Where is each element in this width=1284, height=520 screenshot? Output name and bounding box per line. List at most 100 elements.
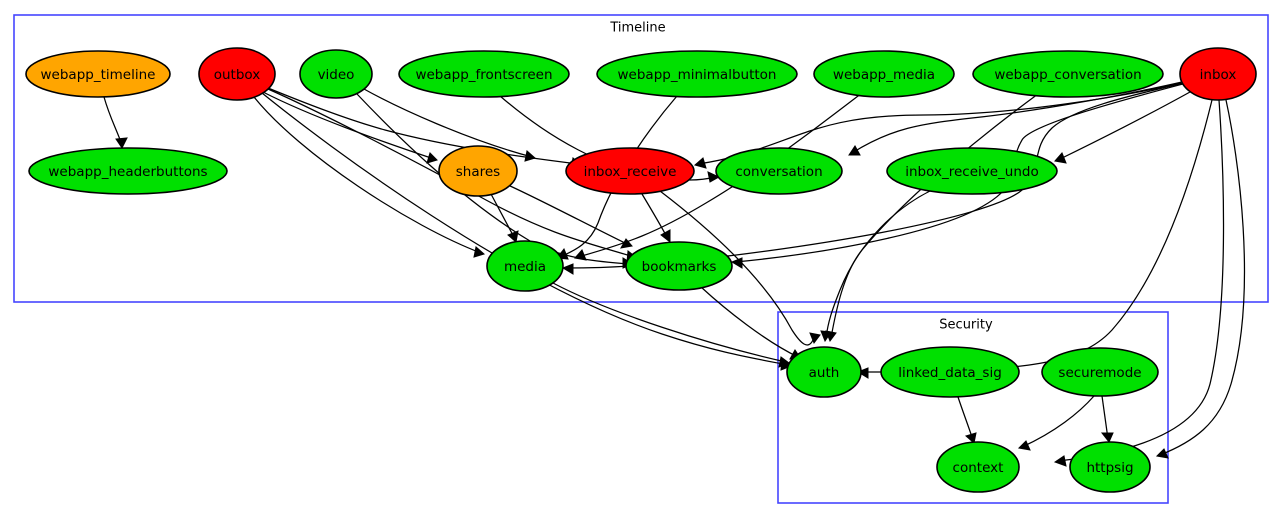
arrowhead-icon <box>660 229 671 244</box>
arrowhead-icon <box>473 246 486 258</box>
edge-line <box>577 92 863 258</box>
node-shape-context[interactable] <box>936 441 1020 493</box>
node-context[interactable]: context <box>936 441 1020 493</box>
node-httpsig[interactable]: httpsig <box>1069 441 1151 493</box>
arrowhead-icon <box>507 230 519 243</box>
arrowhead-icon <box>1100 432 1114 443</box>
node-shape-inbox_receive_undo[interactable] <box>886 147 1058 195</box>
edge-inbox-to-context <box>1053 99 1225 467</box>
arrowhead-icon <box>856 367 869 379</box>
node-shape-webapp_conversation[interactable] <box>972 50 1164 98</box>
edge-line <box>363 88 533 158</box>
edge-line <box>851 81 1183 154</box>
edge-inbox-to-auth <box>856 99 1213 379</box>
arrowhead-icon <box>848 145 861 156</box>
edge-line <box>825 190 931 339</box>
node-securemode[interactable]: securemode <box>1041 347 1159 397</box>
arrowhead-icon <box>707 171 721 183</box>
node-shape-webapp_minimalbutton[interactable] <box>596 50 798 98</box>
edge-inbox-to-conversation <box>848 81 1183 156</box>
node-shape-conversation[interactable] <box>715 147 843 195</box>
node-shape-inbox[interactable] <box>1179 47 1257 101</box>
node-outbox[interactable]: outbox <box>198 47 276 101</box>
node-inbox[interactable]: inbox <box>1179 47 1257 101</box>
node-video[interactable]: video <box>299 49 373 99</box>
arrowhead-icon <box>115 137 128 149</box>
edge-line <box>700 286 799 358</box>
node-media[interactable]: media <box>486 240 564 292</box>
edge-webapp_media-to-media <box>574 92 863 261</box>
edge-shares-to-bookmarks <box>507 184 633 249</box>
cluster-border-security <box>777 311 1169 504</box>
node-shape-httpsig[interactable] <box>1069 441 1151 493</box>
node-shape-outbox[interactable] <box>198 47 276 101</box>
node-conversation[interactable]: conversation <box>715 147 843 195</box>
node-shape-media[interactable] <box>486 240 564 292</box>
arrowhead-icon <box>524 150 537 162</box>
cluster-label-security: Security <box>939 318 993 333</box>
arrowhead-icon <box>1053 455 1067 467</box>
edge-line <box>262 91 435 160</box>
cluster-label-timeline: Timeline <box>609 21 665 36</box>
edge-line <box>1159 99 1246 456</box>
nodes-layer: webapp_timeline outbox video webapp_frontsc… <box>25 47 1257 493</box>
edge-media-to-auth <box>552 282 791 368</box>
arrowhead-icon <box>620 238 633 249</box>
edge-line <box>1021 395 1095 448</box>
node-shape-auth[interactable] <box>786 346 862 398</box>
node-shape-video[interactable] <box>299 49 373 99</box>
arrowhead-icon <box>964 432 977 444</box>
edge-line <box>507 184 630 246</box>
node-shape-securemode[interactable] <box>1041 347 1159 397</box>
node-shape-inbox_receive[interactable] <box>565 147 695 195</box>
edge-webapp_timeline-to-webapp_headerbuttons <box>103 96 128 149</box>
edge-webapp_conversation-to-auth <box>825 93 1039 343</box>
node-bookmarks[interactable]: bookmarks <box>625 241 733 291</box>
node-inbox_receive_undo[interactable]: inbox_receive_undo <box>886 147 1058 195</box>
edge-inbox-to-httpsig <box>1155 99 1246 459</box>
edge-inbox_receive_undo-to-auth <box>820 190 931 343</box>
arrowhead-icon <box>693 157 707 169</box>
node-shape-webapp_timeline[interactable] <box>25 50 171 98</box>
arrowhead-icon <box>778 356 791 368</box>
edge-line <box>267 87 579 165</box>
arrowhead-icon <box>1054 152 1067 164</box>
edge-shares-to-media <box>490 193 519 243</box>
edge-line <box>103 96 123 146</box>
node-webapp_frontscreen[interactable]: webapp_frontscreen <box>398 50 570 98</box>
node-shape-linked_data_sig[interactable] <box>880 346 1020 398</box>
node-auth[interactable]: auth <box>786 346 862 398</box>
node-webapp_minimalbutton[interactable]: webapp_minimalbutton <box>596 50 798 98</box>
edge-securemode-to-context <box>1017 395 1095 451</box>
node-webapp_timeline[interactable]: webapp_timeline <box>25 50 171 98</box>
edge-inbox-to-inbox_receive_undo <box>1054 91 1191 164</box>
arrowhead-icon <box>561 263 574 275</box>
node-linked_data_sig[interactable]: linked_data_sig <box>880 346 1020 398</box>
edge-linked_data_sig-to-context <box>957 396 977 444</box>
edge-outbox-to-media <box>253 96 486 258</box>
edge-line <box>1057 91 1191 161</box>
node-shape-webapp_frontscreen[interactable] <box>398 50 570 98</box>
edge-line <box>356 93 631 265</box>
edge-line <box>253 96 482 254</box>
node-webapp_conversation[interactable]: webapp_conversation <box>972 50 1164 98</box>
node-shape-shares[interactable] <box>438 145 518 197</box>
edge-bookmarks-to-auth <box>700 286 802 360</box>
edge-inbox_receive-to-auth <box>659 190 821 346</box>
node-shape-webapp_headerbuttons[interactable] <box>28 147 228 195</box>
node-shape-bookmarks[interactable] <box>625 241 733 291</box>
node-inbox_receive[interactable]: inbox_receive <box>565 147 695 195</box>
edge-outbox-to-shares <box>262 91 438 164</box>
node-webapp_headerbuttons[interactable]: webapp_headerbuttons <box>28 147 228 195</box>
node-shape-webapp_media[interactable] <box>813 50 955 98</box>
node-shares[interactable]: shares <box>438 145 518 197</box>
edge-line <box>261 92 789 366</box>
edge-securemode-to-httpsig <box>1100 395 1114 443</box>
node-webapp_media[interactable]: webapp_media <box>813 50 955 98</box>
edge-line <box>552 282 787 363</box>
edge-line <box>861 99 1213 373</box>
cluster-border-timeline <box>13 14 1269 303</box>
edge-line <box>830 93 1039 339</box>
